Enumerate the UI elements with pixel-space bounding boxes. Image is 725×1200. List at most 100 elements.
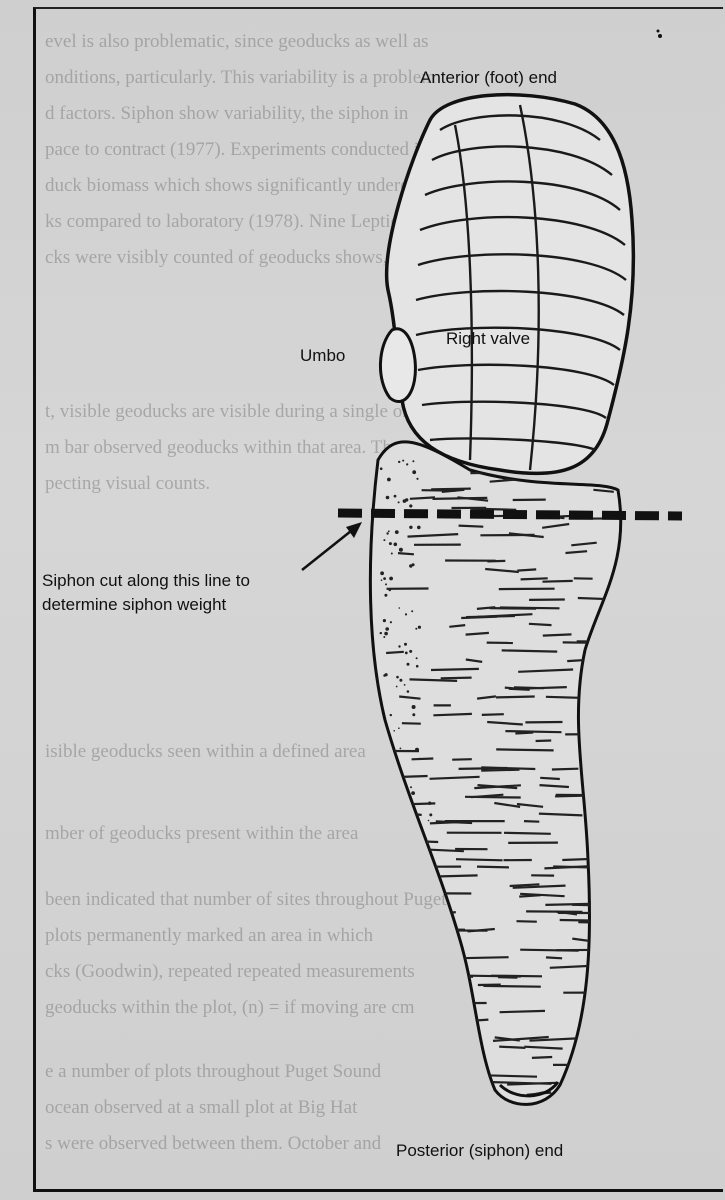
siphon-hatch-stroke (482, 714, 504, 715)
umbo-bulge (380, 329, 415, 402)
siphon-hatch-stroke (532, 1057, 552, 1058)
siphon-stipple (396, 686, 398, 688)
siphon-hatch-stroke (395, 776, 428, 777)
siphon-stipple (398, 461, 400, 463)
siphon-stipple (409, 950, 412, 953)
siphon-stipple (412, 460, 414, 462)
siphon-stipple (430, 1064, 433, 1067)
siphon-stipple (404, 868, 406, 870)
siphon-stipple (409, 526, 412, 529)
siphon-hatch-stroke (429, 1038, 460, 1039)
siphon-stipple (389, 542, 392, 545)
siphon-hatch-stroke (441, 678, 472, 679)
siphon-stipple (400, 748, 402, 750)
siphon-stipple (383, 577, 386, 580)
siphon-hatch-stroke (553, 867, 613, 868)
siphon-hatch-stroke (590, 1055, 645, 1056)
siphon-hatch-stroke (386, 652, 404, 653)
right-valve-label: Right valve (446, 328, 530, 350)
siphon-hatch-stroke (455, 957, 509, 958)
siphon-stipple (407, 903, 409, 905)
siphon-stipple (434, 935, 437, 938)
siphon-hatch-stroke (499, 1047, 525, 1048)
siphon-hatch-stroke (452, 759, 472, 760)
siphon-stipple (456, 1014, 459, 1017)
siphon-stipple (392, 769, 396, 773)
siphon-hatch-stroke (589, 741, 631, 743)
siphon-stipple (412, 926, 414, 928)
siphon-hatch-stroke (414, 1091, 452, 1092)
posterior-end-label: Posterior (siphon) end (396, 1140, 563, 1162)
siphon-hatch-stroke (433, 714, 472, 715)
siphon-stipple (381, 579, 383, 581)
siphon-stipple (454, 1004, 456, 1006)
siphon-hatch-stroke (420, 975, 473, 977)
siphon-stipple (399, 607, 401, 609)
siphon-stipple (417, 526, 421, 530)
siphon-stipple (416, 959, 418, 961)
siphon-hatch-stroke (483, 986, 540, 987)
siphon-stipple (443, 948, 447, 952)
siphon-stipple (395, 530, 399, 534)
siphon-hatch-stroke (402, 948, 450, 951)
siphon-stipple (406, 915, 409, 918)
siphon-stipple (390, 714, 392, 716)
siphon-stipple (417, 911, 419, 913)
siphon-hatch-stroke (524, 821, 539, 822)
siphon-stipple (434, 938, 437, 941)
siphon-stipple (419, 870, 422, 873)
siphon-stipple (443, 1071, 446, 1074)
siphon-stipple (405, 613, 407, 615)
siphon-stipple (383, 636, 385, 638)
siphon-stipple (415, 921, 419, 925)
siphon-stipple (448, 1037, 451, 1040)
siphon-stipple (409, 650, 412, 653)
siphon-hatch-stroke (504, 833, 551, 834)
siphon-hatch-stroke (496, 697, 535, 698)
siphon-stipple (444, 1067, 446, 1069)
siphon-stipple (391, 776, 393, 778)
siphon-hatch-stroke (410, 679, 458, 681)
siphon-stipple (383, 539, 385, 541)
siphon-hatch-stroke (432, 1091, 488, 1092)
siphon-hatch-stroke (390, 1011, 440, 1012)
siphon-stipple (386, 532, 388, 534)
siphon-stipple (398, 776, 402, 780)
siphon-stipple (398, 645, 400, 647)
siphon-hatch-stroke (406, 1028, 453, 1031)
siphon-stipple (403, 902, 407, 906)
siphon-stipple (415, 890, 419, 894)
siphon-hatch-stroke (500, 608, 560, 609)
siphon-hatch-stroke (383, 992, 434, 994)
siphon-hatch-stroke (588, 668, 639, 669)
siphon-stipple (441, 917, 445, 921)
siphon-stipple (423, 982, 426, 985)
right-valve-shell (380, 95, 633, 474)
siphon-hatch-stroke (456, 859, 503, 860)
siphon-stipple (415, 841, 418, 844)
siphon-hatch-stroke (485, 1075, 537, 1076)
siphon-hatch-stroke (412, 759, 434, 760)
siphon-stipple (385, 583, 387, 585)
siphon-hatch-stroke (555, 795, 596, 796)
siphon-stipple (409, 504, 412, 507)
siphon-stipple (384, 632, 388, 636)
siphon-stipple (415, 748, 419, 752)
siphon-stipple (380, 632, 382, 634)
siphon-stipple (412, 705, 416, 709)
siphon-stipple (428, 1005, 430, 1007)
siphon-hatch-stroke (560, 920, 605, 921)
siphon-stipple (414, 876, 418, 880)
siphon-stipple (398, 727, 400, 729)
siphon-stipple (405, 652, 408, 655)
siphon-stipple (446, 947, 449, 950)
siphon-stipple (383, 619, 386, 622)
siphon-stipple (393, 730, 395, 732)
siphon-stipple (420, 967, 424, 971)
siphon-hatch-stroke (433, 498, 488, 499)
siphon-stipple (390, 621, 392, 623)
siphon-stipple (396, 676, 399, 679)
siphon-hatch-stroke (574, 1074, 616, 1076)
siphon-hatch-stroke (536, 741, 552, 742)
